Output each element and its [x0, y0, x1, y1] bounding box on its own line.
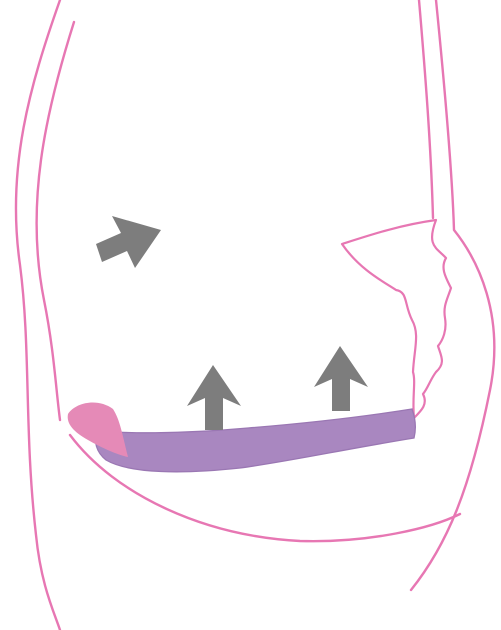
inner-body-outline-left [37, 22, 74, 420]
support-band [95, 409, 415, 472]
up-arrow-right-icon [314, 346, 368, 411]
up-arrow-left-icon [187, 365, 241, 430]
ribbon-edge-outline [342, 220, 451, 418]
diagonal-up-right-arrow-icon [96, 216, 161, 268]
inner-body-outline-right [419, 0, 433, 218]
